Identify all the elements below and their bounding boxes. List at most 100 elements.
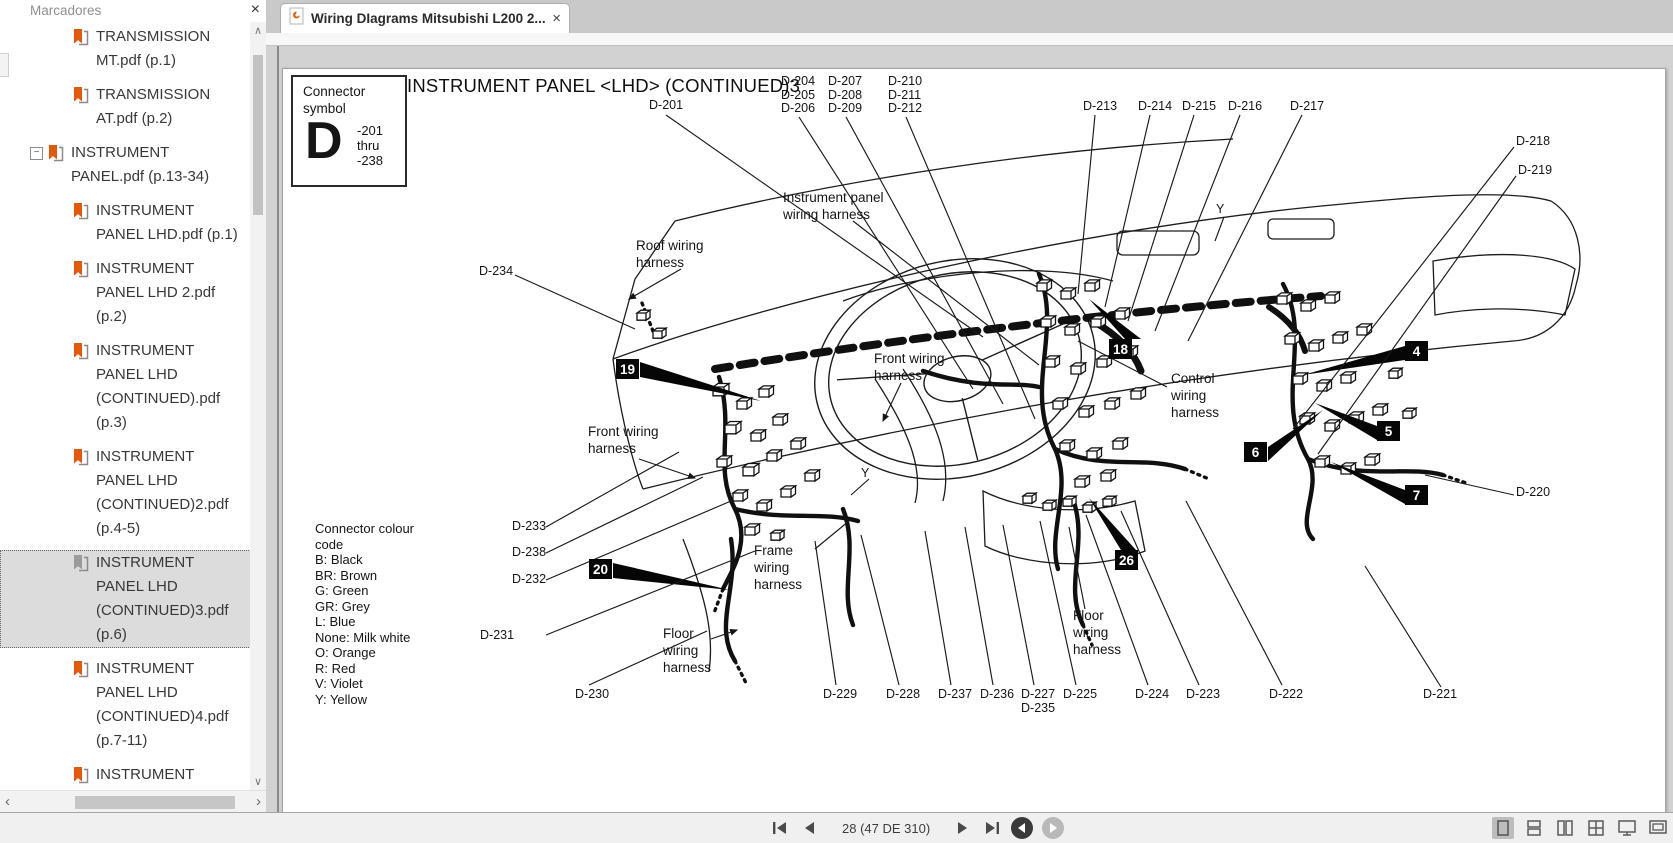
page-status[interactable]: 28 (47 DE 310) [842,820,931,836]
page-navigation: 28 (47 DE 310) [770,813,1065,843]
tab-close-icon[interactable]: × [552,10,561,27]
scroll-up-icon[interactable]: ∧ [253,25,263,37]
bookmark-item[interactable]: INSTRUMENT PANEL LHD (CONTINUED)3.pdf (p… [0,550,250,648]
presentation-mode-icon[interactable] [1647,817,1669,839]
bookmarks-panel-title: Marcadores [30,3,102,18]
single-page-view-icon[interactable] [1492,817,1514,839]
bookmark-item[interactable]: INSTRUMENT PANEL LHD (CONTINUED)4.pdf (p… [0,656,250,754]
diagram-label: D-217 [1290,99,1325,113]
connector-symbol-letter: D [305,112,343,170]
next-view-button[interactable] [1042,817,1065,839]
previous-view-button[interactable] [1011,817,1034,839]
two-page-view-icon[interactable] [1554,817,1576,839]
bookmark-label: INSTRUMENT PANEL LHD (CONTINUED).pdf (p.… [96,342,221,431]
bookmark-label: TRANSMISSION AT.pdf (p.2) [96,86,211,127]
bookmark-icon [73,86,89,109]
page-layout-controls [1492,813,1669,843]
bookmark-item[interactable]: TRANSMISSION AT.pdf (p.2) [0,82,250,132]
pdf-page[interactable]: Connector symbol D -201 thru -238 INSTRU… [282,68,1666,815]
bookmark-label: INSTRUMENT PANEL LHD.pdf (p.1) [96,202,238,243]
diagram-callout-number: 18 [1109,339,1132,359]
diagram-label: D-213 [1083,99,1118,113]
bookmark-icon [73,660,89,683]
bookmark-label: TRANSMISSION MT.pdf (p.1) [96,28,211,69]
wiring-diagram-artwork [514,114,1581,688]
diagram-label: D-236 [980,687,1015,701]
panel-edge-notch [0,53,9,77]
diagram-callout-number: 4 [1405,341,1428,361]
bookmark-icon [73,554,89,577]
diagram-label: Roof wiring harness [636,238,704,270]
diagram-label: D-238 [512,545,547,559]
diagram-label: Front wiring harness [874,351,945,383]
diagram-label: D-214 [1138,99,1173,113]
bookmark-label: INSTRUMENT PANEL LHD 2.pdf (p.2) [96,260,216,325]
bookmark-item[interactable]: INSTRUMENT PANEL LHD (CONTINUED)2.pdf (p… [0,444,250,542]
vertical-scrollbar[interactable]: ∧ ∨ [250,22,266,790]
diagram-label: Instrument panel wiring harness [783,190,884,222]
bookmark-collapse-icon[interactable]: − [30,147,43,160]
bookmark-label: INSTRUMENT PANEL LHD (CONTINUED)2.pdf (p… [96,448,229,537]
bookmark-item[interactable]: INSTRUMENT PANEL LHD (CONTINUED).pdf (p.… [0,338,250,436]
diagram-label: D-220 [1516,485,1551,499]
bookmark-label: INSTRUMENT PANEL RHD.pdf (p.12) [96,766,195,783]
diagram-callout-number: 19 [616,359,639,379]
bookmark-item[interactable]: INSTRUMENT PANEL RHD.pdf (p.12) [0,762,250,790]
tab-bar: Wiring DIagrams Mitsubishi L200 2... × [266,0,1673,33]
diagram-label: D-231 [480,628,515,642]
diagram-label: Floor wiring harness [663,626,712,675]
horizontal-scrollbar-thumb[interactable] [75,796,235,809]
scroll-left-icon[interactable]: ‹ [5,793,10,810]
pdf-file-icon [289,7,304,30]
next-page-button[interactable] [953,818,973,838]
bookmark-icon [73,260,89,283]
diagram-callout-number: 5 [1377,421,1400,441]
bookmark-label: INSTRUMENT PANEL LHD (CONTINUED)3.pdf (p… [96,554,229,643]
scrolling-view-icon[interactable] [1523,817,1545,839]
diagram-label: D-225 [1063,687,1098,701]
diagram-label: Front wiring harness [588,424,659,456]
bookmarks-panel: Marcadores × TRANSMISSION MT.pdf (p.1) T… [0,0,266,814]
horizontal-scrollbar[interactable]: ‹ › [0,790,266,814]
diagram-callout-number: 26 [1115,550,1138,570]
vertical-scrollbar-thumb[interactable] [253,55,263,215]
diagram-label: D-222 [1269,687,1304,701]
panel-splitter[interactable] [277,0,279,813]
diagram-label: D-232 [512,572,547,586]
diagram-label: D-219 [1518,163,1553,177]
bookmark-item[interactable]: − INSTRUMENT PANEL.pdf (p.13-34) [0,140,250,190]
diagram-label: D-227 [1021,687,1056,701]
diagram-label: D-207 D-208 D-209 [828,74,863,115]
first-page-button[interactable] [770,818,790,838]
diagram-label: Control wiring harness [1171,371,1220,420]
diagram-label: D-230 [575,687,610,701]
navigation-toolbar: 28 (47 DE 310) [0,812,1673,843]
last-page-button[interactable] [982,818,1002,838]
bookmark-item[interactable]: TRANSMISSION MT.pdf (p.1) [0,24,250,74]
document-tab[interactable]: Wiring DIagrams Mitsubishi L200 2... × [280,3,570,33]
bookmark-icon [73,28,89,51]
diagram-label: D-204 D-205 D-206 [781,74,816,115]
scroll-right-icon[interactable]: › [256,793,261,810]
bookmarks-list: TRANSMISSION MT.pdf (p.1) TRANSMISSION A… [0,24,250,790]
bookmark-item[interactable]: INSTRUMENT PANEL LHD.pdf (p.1) [0,198,250,248]
bookmark-label: INSTRUMENT PANEL.pdf (p.13-34) [71,144,210,185]
bookmark-item[interactable]: INSTRUMENT PANEL LHD 2.pdf (p.2) [0,256,250,330]
diagram-label: D-234 [479,264,514,278]
diagram-label: D-229 [823,687,858,701]
split-view-icon[interactable] [1585,817,1607,839]
diagram-label: D-201 [649,98,684,112]
previous-page-button[interactable] [799,818,819,838]
diagram-label: D-210 D-211 D-212 [888,74,923,115]
diagram-label: D-216 [1228,99,1263,113]
document-area: Wiring DIagrams Mitsubishi L200 2... × [266,0,1673,815]
bookmark-icon [73,448,89,471]
connector-symbol-box: Connector symbol D -201 thru -238 [291,75,407,187]
diagram-label: Floor wiring harness [1073,608,1122,657]
connector-colour-code-legend: Connector colour code B: Black BR: Brown… [315,521,414,707]
scroll-down-icon[interactable]: ∨ [253,776,263,788]
close-panel-icon[interactable]: × [250,1,260,18]
bookmark-icon [73,766,89,789]
diagram-label: D-218 [1516,134,1551,148]
full-screen-icon[interactable] [1616,817,1638,839]
